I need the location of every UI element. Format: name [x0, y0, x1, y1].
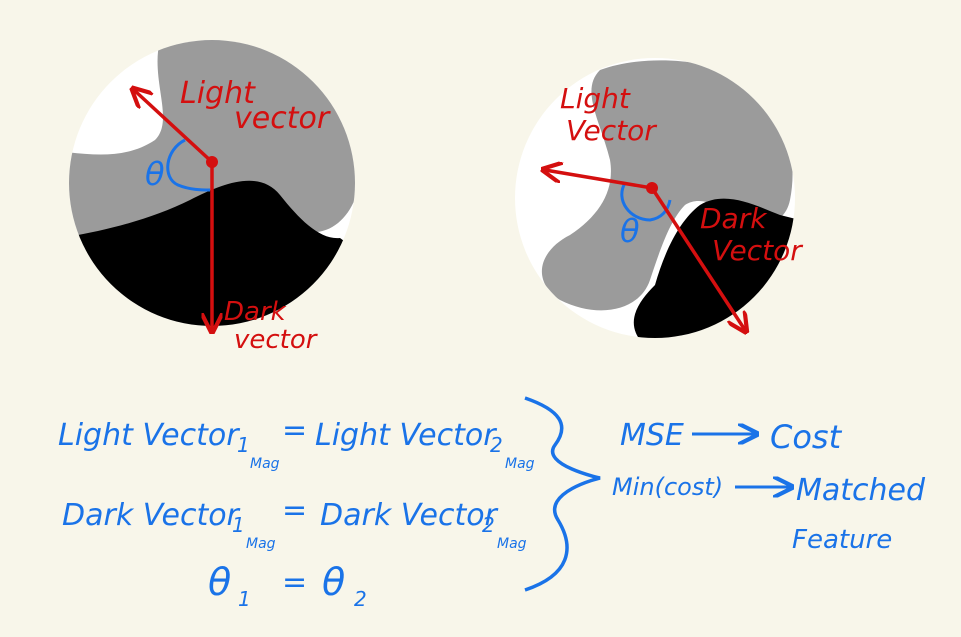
disk-1-gray-region [69, 40, 355, 240]
disk-1-dark-label-1: Dark [224, 297, 287, 327]
disk-2-dark-label-1: Dark [700, 202, 768, 235]
eq3-left-sub: 1 [238, 587, 251, 611]
eq2-right: Dark Vector [320, 498, 499, 533]
disk-2-gray-region [541, 60, 793, 311]
results: MSE Cost Min(cost) Matched Feature [612, 418, 926, 555]
eq1-left-subsub: Mag [250, 456, 280, 472]
disk-1-black-region [69, 180, 355, 326]
disk-2-light-vector-arrow [545, 170, 653, 190]
eq2-right-sub: 2 [482, 513, 495, 537]
min-cost-label: Min(cost) [612, 473, 723, 501]
eq2-equals: = [282, 493, 307, 528]
disk-1: Light vector θ Dark vector [69, 40, 355, 355]
eq1-left-sub: 1 [237, 433, 250, 457]
eq3-equals: = [282, 565, 307, 600]
equations: Light Vector 1 Mag = Light Vector 2 Mag … [58, 413, 535, 611]
feature-label: Feature [792, 525, 892, 555]
eq2-left-sub: 1 [232, 513, 245, 537]
eq1-right-subsub: Mag [505, 456, 535, 472]
disk-1-angle-arc [166, 138, 211, 192]
eq2-right-subsub: Mag [497, 536, 527, 552]
disk-1-light-label-1: Light [180, 76, 256, 111]
disk-2-angle-label: θ [620, 212, 640, 250]
eq1-left: Light Vector [58, 418, 240, 453]
eq1-right: Light Vector [315, 418, 497, 453]
disk-1-dark-label-2: vector [234, 325, 319, 355]
eq2-left: Dark Vector [62, 498, 241, 533]
disk-1-angle-label: θ [145, 155, 165, 193]
mse-label: MSE [620, 418, 684, 453]
disk-1-light-label-2: vector [234, 101, 331, 136]
eq3-right-sub: 2 [354, 587, 367, 611]
disk-2-center-point [646, 182, 658, 194]
eq3-right: θ [322, 560, 345, 604]
disk-2-light-label-2: Vector [566, 114, 657, 147]
curly-brace [524, 396, 601, 592]
disk-1-center-point [206, 156, 218, 168]
disk-2-light-label-1: Light [560, 82, 631, 115]
eq2-left-subsub: Mag [246, 536, 276, 552]
cost-label: Cost [770, 418, 843, 456]
eq3-left: θ [208, 560, 231, 604]
disk-1-light-vector-arrow [134, 90, 214, 164]
eq1-equals: = [282, 413, 307, 448]
disk-2: Light Vector θ Dark Vector [515, 58, 803, 338]
disk-2-dark-vector-arrow [650, 187, 745, 330]
matched-label: Matched [796, 473, 926, 508]
disk-2-dark-label-2: Vector [712, 234, 803, 267]
eq1-right-sub: 2 [490, 433, 503, 457]
